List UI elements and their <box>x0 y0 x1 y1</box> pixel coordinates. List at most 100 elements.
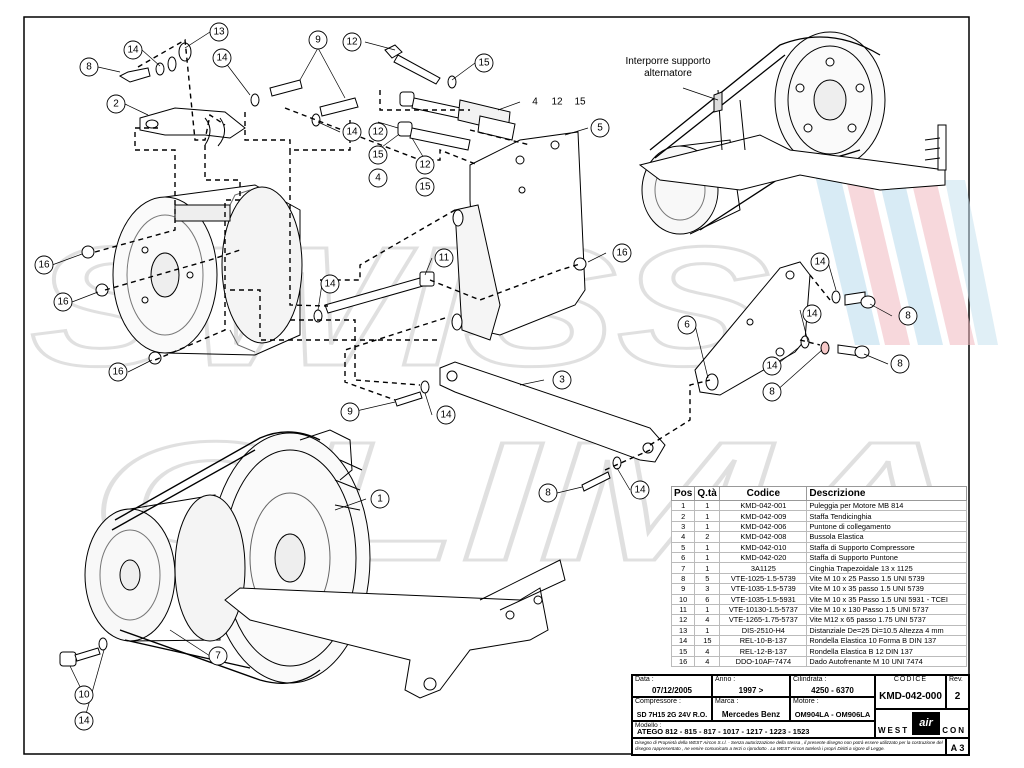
callout-16-a: 16 <box>616 248 628 259</box>
tb-rev-value: 2 <box>954 691 961 702</box>
tb-motore: Motore : OM904LA - OM906LA <box>790 697 875 721</box>
callout-14-h: 14 <box>806 309 818 320</box>
support-plate <box>451 131 586 341</box>
callout-12-c: 12 <box>372 127 384 138</box>
row-codice: VTE-10130-1.5-5737 <box>719 603 808 616</box>
note-label-line1: Interporre supporto <box>625 56 710 67</box>
callouts: 8 14 13 2 14 9 12 15 4 12 15 5 14 12 15 … <box>34 22 918 731</box>
detail-alternator-view <box>638 31 947 235</box>
row-codice: VTE-1035-1.5-5739 <box>719 583 808 595</box>
row-qty: 1 <box>694 541 721 553</box>
row-qty: 1 <box>694 603 721 616</box>
row-descrizione: Staffa Tendicinghia <box>806 510 967 522</box>
row-codice: VTE-1035-1.5-5931 <box>719 593 808 605</box>
tb-cilindrata-label: Cilindrata : <box>793 676 827 683</box>
tb-rev: Rev. 2 <box>946 675 969 709</box>
tb-codice-value: KMD-042-000 <box>879 691 942 702</box>
row-qty: 1 <box>694 520 721 533</box>
tb-data-value: 07/12/2005 <box>651 686 693 695</box>
row-qty: 2 <box>694 531 721 543</box>
row-pos: 5 <box>670 541 696 553</box>
row-pos: 2 <box>670 510 696 522</box>
tb-anno-label: Anno : <box>715 676 736 683</box>
tb-compressore-label: Compressore : <box>635 698 681 705</box>
row-qty: 6 <box>694 593 721 605</box>
row-pos: 7 <box>670 562 696 574</box>
screws-top-left <box>118 42 359 127</box>
callout-8-c: 8 <box>905 311 911 322</box>
title-block: Data : 07/12/2005 Anno : 1997 > Cilindra… <box>631 674 970 756</box>
callout-4-a: 4 <box>532 97 538 108</box>
note-label-line2: alternatore <box>644 68 692 79</box>
tb-marca-value: Mercedes Benz <box>721 710 781 719</box>
callout-15-a: 15 <box>478 58 490 69</box>
callout-8-a: 8 <box>86 62 92 73</box>
row-qty: 3 <box>694 583 721 595</box>
logo-air: air <box>912 712 940 735</box>
row-descrizione: Puntone di collegamento <box>806 520 967 533</box>
row-qty: 4 <box>694 614 721 626</box>
sheet-border <box>23 16 970 755</box>
callout-12-a: 12 <box>346 37 358 48</box>
row-pos: 6 <box>670 551 696 564</box>
row-descrizione: Rondella Elastica B 12 DIN 137 <box>806 645 967 657</box>
row-pos: 9 <box>670 583 696 595</box>
callout-14-i: 14 <box>766 361 778 372</box>
row-codice: DIS-2510-H4 <box>719 624 808 637</box>
row-descrizione: Dado Autofrenante M 10 UNI 7474 <box>806 655 967 668</box>
row-codice: VTE-1025-1.5-5739 <box>719 572 808 585</box>
row-codice: REL-10-B-137 <box>719 635 808 647</box>
tb-cilindrata: Cilindrata : 4250 - 6370 <box>790 675 875 697</box>
callout-14-b: 14 <box>216 53 228 64</box>
exploded-view <box>81 42 876 492</box>
col-descrizione: Descrizione <box>806 486 967 501</box>
callout-16-d: 16 <box>112 367 124 378</box>
compressor-assembled <box>84 494 246 642</box>
row-pos: 11 <box>670 603 696 616</box>
screws-12-top <box>384 44 516 151</box>
row-descrizione: Vite M 10 x 130 Passo 1.5 UNI 5737 <box>806 603 967 616</box>
callout-14-j: 14 <box>78 716 90 727</box>
detail-bracket <box>638 89 947 191</box>
callout-15-c: 15 <box>372 150 384 161</box>
tb-marca: Marca : Mercedes Benz <box>712 697 790 721</box>
row-descrizione: Staffa di Supporto Compressore <box>806 541 967 553</box>
note-leader <box>682 87 719 101</box>
drive-belt <box>111 431 321 685</box>
row-qty: 1 <box>694 551 721 564</box>
row-descrizione: Rondella Elastica 10 Forma B DIN 137 <box>806 635 967 647</box>
tb-motore-label: Motore : <box>793 698 819 705</box>
row-codice: KMD-042-008 <box>719 531 808 543</box>
col-qty: Q.tà <box>694 486 721 501</box>
row-pos: 13 <box>670 624 696 637</box>
tb-cilindrata-value: 4250 - 6370 <box>811 686 854 695</box>
row-descrizione: Puleggia per Motore MB 814 <box>806 499 967 512</box>
tb-disclaimer: Disegno di Proprietà della WEST Aircon S… <box>632 738 946 755</box>
row-codice: KMD-042-009 <box>719 510 808 522</box>
row-codice: KMD-042-010 <box>719 541 808 553</box>
callout-16-b: 16 <box>38 260 50 271</box>
tb-data-label: Data : <box>635 676 654 683</box>
tb-rev-label: Rev. <box>949 676 963 683</box>
tb-size-value: A 3 <box>950 743 965 753</box>
row-pos: 14 <box>670 635 696 647</box>
tb-marca-label: Marca : <box>715 698 739 705</box>
callout-10: 10 <box>78 690 90 701</box>
callout-5: 5 <box>597 123 603 134</box>
tb-anno: Anno : 1997 > <box>712 675 790 697</box>
callout-13: 13 <box>213 27 225 38</box>
row-descrizione: Distanziale De=25 Di=10.5 Altezza 4 mm <box>806 624 967 637</box>
row-codice: DDO-10AF-7474 <box>719 655 808 668</box>
row-descrizione: Staffa di Supporto Puntone <box>806 551 967 564</box>
tb-disclaimer-text: Disegno di Proprietà della WEST Aircon S… <box>635 740 943 751</box>
row-descrizione: Bussola Elastica <box>806 531 967 543</box>
